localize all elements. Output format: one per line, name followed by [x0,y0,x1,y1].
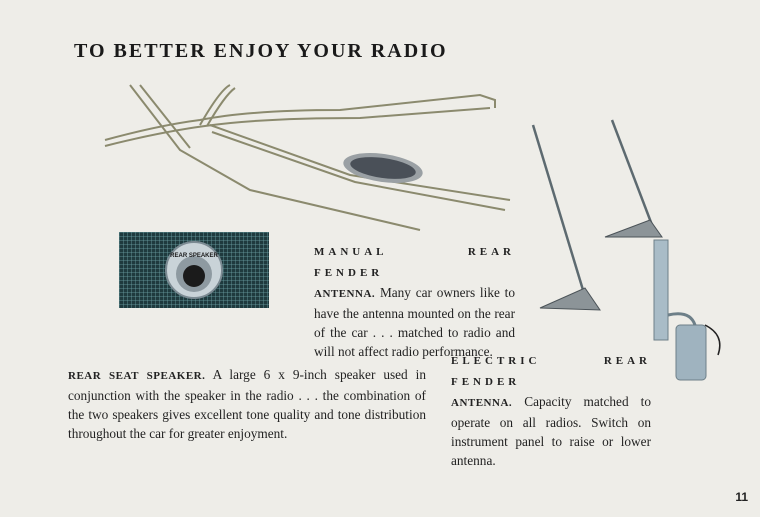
page-title: TO BETTER ENJOY YOUR RADIO [74,40,448,62]
rear-speaker-description: REAR SEAT SPEAKER. A large 6 x 9-inch sp… [68,365,426,443]
rear-speaker-switch-photo: REAR SPEAKER [119,232,269,308]
manual-antenna-illustration [531,124,601,311]
manual-antenna-heading: MANUAL REAR FENDER [314,246,515,279]
rear-speaker-heading: REAR SEAT SPEAKER. [68,370,206,382]
electric-antenna-heading-2: ANTENNA. [451,397,513,409]
rear-shelf-illustration [104,84,511,231]
electric-antenna-description: ELECTRIC REAR FENDER ANTENNA. Capacity m… [451,350,651,470]
rear-speaker-body: A large 6 x 9-inch speaker used in conju… [68,367,426,441]
manual-antenna-description: MANUAL REAR FENDER ANTENNA. Many car own… [314,241,515,361]
page-number: 11 [735,490,748,504]
electric-antenna-heading: ELECTRIC REAR FENDER [451,355,651,388]
manual-antenna-body: Many car owners like to have the antenna… [314,285,515,359]
speaker-knob-label: REAR SPEAKER [170,253,218,259]
shelf-speaker-grille-icon [343,153,423,183]
manual-antenna-heading-2: ANTENNA. [314,288,376,300]
electric-antenna-illustration [604,119,721,381]
electric-antenna-body: Capacity matched to operate on all radio… [451,394,652,468]
